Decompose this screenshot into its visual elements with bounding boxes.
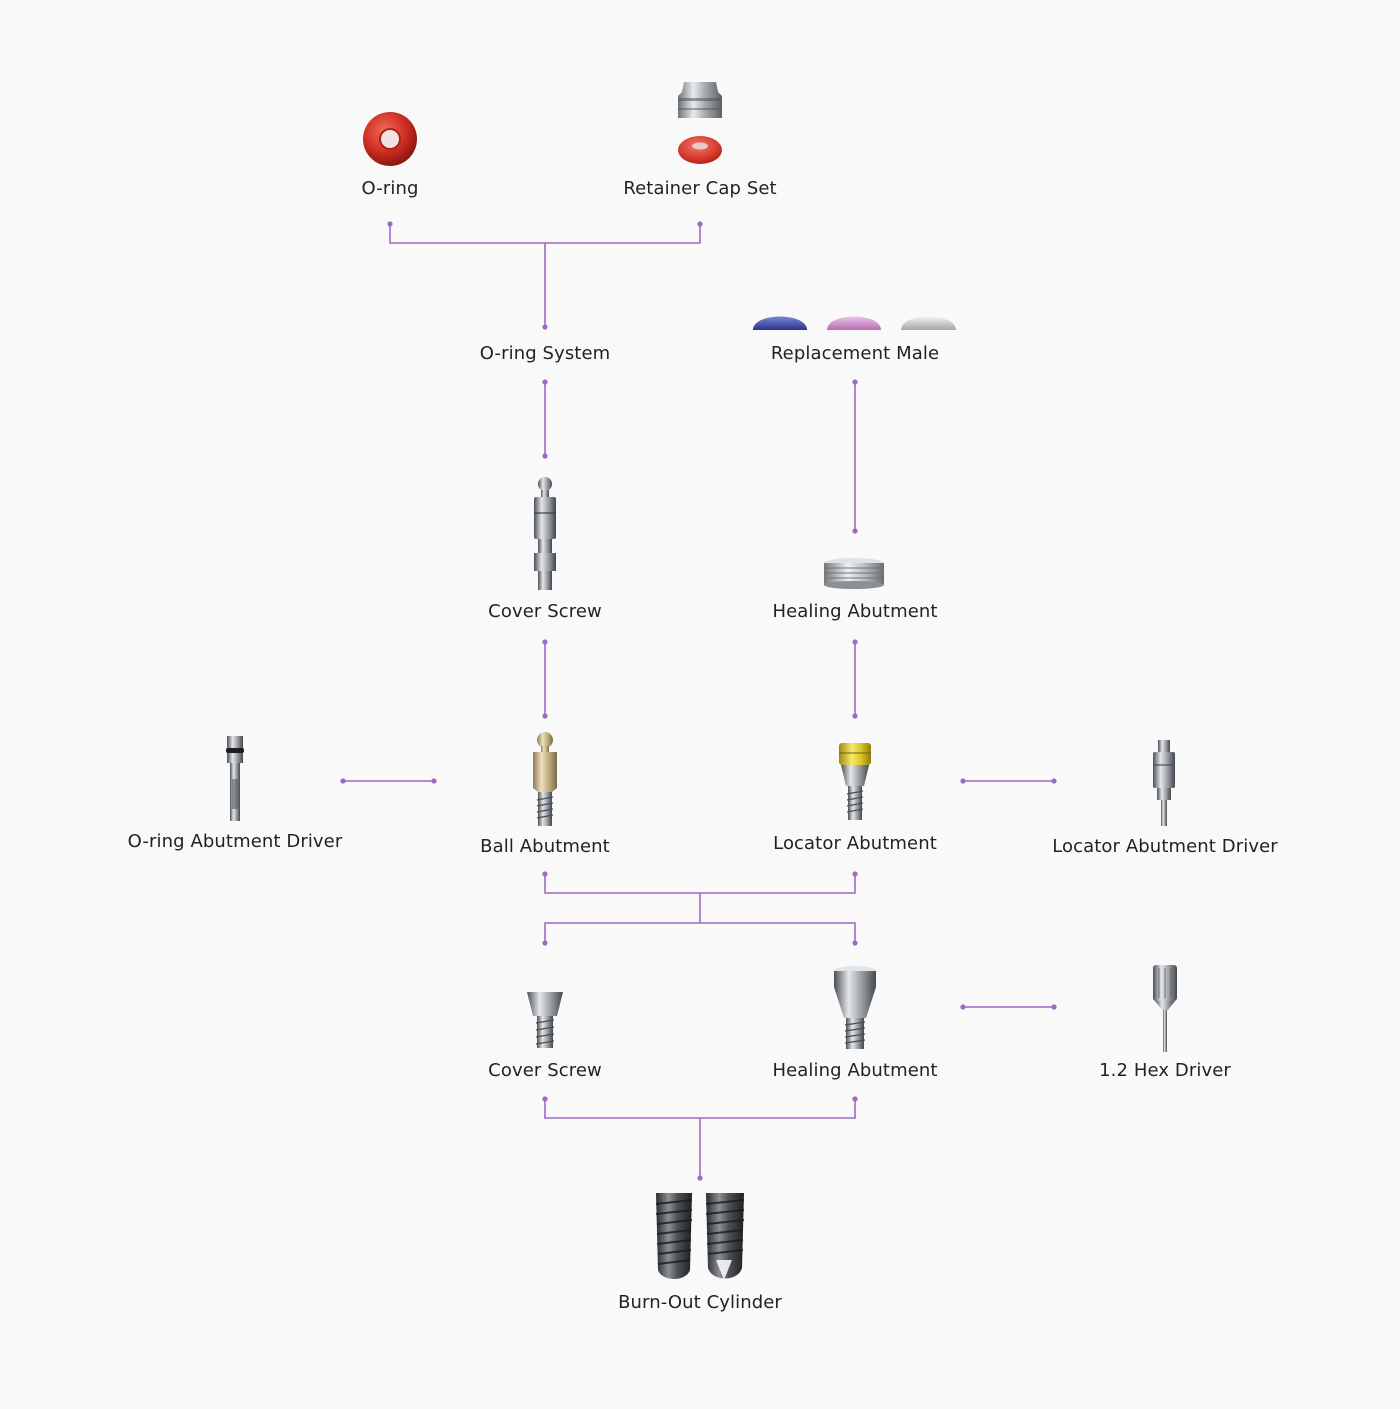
locator-abutment-icon <box>839 743 871 820</box>
retainer-cap-set-icon <box>678 82 722 164</box>
node-label-ball-abutment: Ball Abutment <box>480 836 610 857</box>
ball-abutment-icon <box>533 732 557 826</box>
node-label-locator-abutment-driver: Locator Abutment Driver <box>1052 836 1278 857</box>
hex-driver-icon <box>1153 965 1177 1052</box>
node-label-locator-abutment: Locator Abutment <box>773 833 937 854</box>
o-ring-abutment-driver-icon <box>226 736 244 821</box>
node-label-cover-screw-top: Cover Screw <box>488 601 602 622</box>
connector-lower-to-burnout <box>544 1099 856 1178</box>
node-label-hex-driver: 1.2 Hex Driver <box>1099 1060 1231 1081</box>
locator-abutment-driver-icon <box>1153 740 1175 826</box>
node-label-o-ring-abutment-driver: O-ring Abutment Driver <box>127 831 343 852</box>
o-ring-icon <box>363 112 417 166</box>
connector-abutments-to-lower <box>544 874 856 943</box>
healing-abutment-icon <box>824 558 884 589</box>
node-label-healing-abutment-bottom: Healing Abutment <box>772 1060 938 1081</box>
node-label-cover-screw-bottom: Cover Screw <box>488 1060 602 1081</box>
node-label-retainer-cap-set: Retainer Cap Set <box>623 178 777 199</box>
cover-screw-icon <box>527 992 563 1048</box>
healing-abutment-icon <box>834 966 876 1049</box>
replacement-male-icon <box>753 316 956 330</box>
implant-fixture-icon <box>655 1193 745 1280</box>
node-label-o-ring: O-ring <box>361 178 419 199</box>
node-label-healing-abutment-top: Healing Abutment <box>772 601 938 622</box>
node-label-replacement-male: Replacement Male <box>770 343 940 364</box>
node-label-o-ring-system: O-ring System <box>479 343 611 364</box>
cover-screw-icon <box>534 477 556 590</box>
node-label-burn-out-cylinder: Burn-Out Cylinder <box>618 1292 782 1313</box>
connector-oring-retainer-to-system <box>389 224 701 327</box>
